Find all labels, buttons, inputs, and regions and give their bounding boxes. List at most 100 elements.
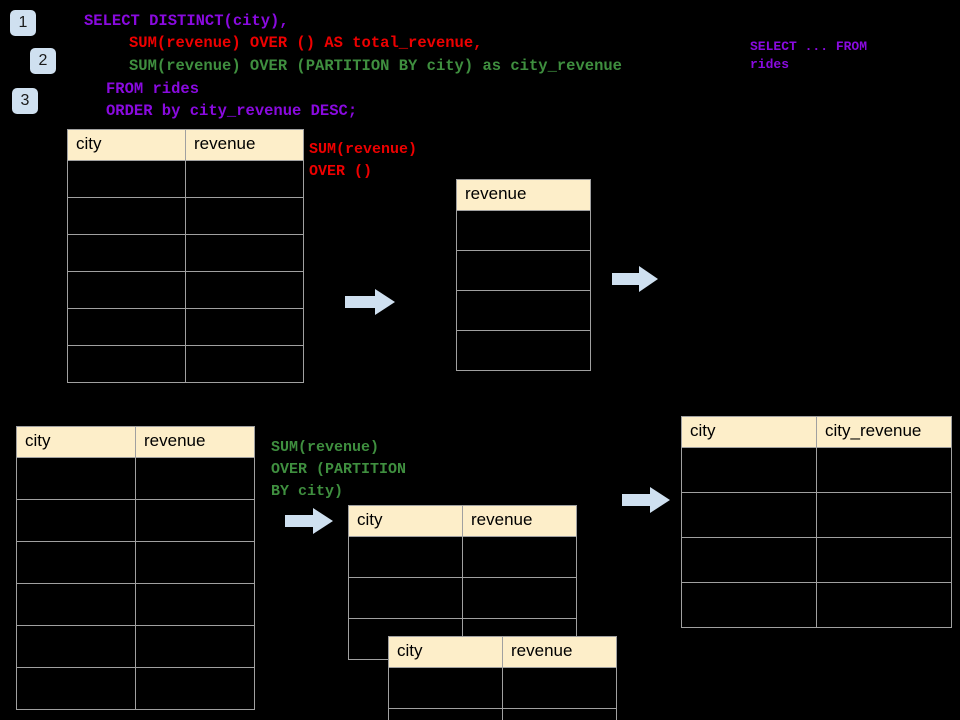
cell: [135, 625, 255, 668]
annotation-select-from: SELECT ... FROM rides: [750, 39, 868, 73]
step-badge-2[interactable]: 2: [30, 48, 56, 74]
column-header-city: city: [681, 416, 817, 448]
table-row: [16, 499, 255, 542]
cell: [185, 160, 304, 198]
cell: [456, 330, 591, 371]
table-header-row: city revenue: [348, 505, 577, 537]
sql-line-2: SUM(revenue) OVER () AS total_revenue,: [129, 34, 483, 52]
cell: [348, 536, 463, 578]
table-row: [16, 457, 255, 500]
cell: [16, 541, 136, 584]
cell: [16, 667, 136, 710]
column-header-city: city: [67, 129, 186, 161]
cell: [816, 492, 952, 538]
table-body: [16, 457, 255, 710]
cell: [185, 197, 304, 235]
step-badge-1[interactable]: 1: [10, 10, 36, 36]
column-header-revenue: revenue: [502, 636, 617, 668]
table-row: [456, 250, 591, 291]
table-header-row: city revenue: [388, 636, 617, 668]
cell: [348, 577, 463, 619]
arrow-bottom-left-icon: [285, 508, 333, 534]
table-header-row: revenue: [456, 179, 591, 211]
table-row: [67, 345, 304, 383]
sql-line-1: SELECT DISTINCT(city),: [84, 12, 289, 30]
column-header-revenue: revenue: [135, 426, 255, 458]
cell: [456, 290, 591, 331]
column-header-city: city: [16, 426, 136, 458]
arrow-bottom-right-icon: [622, 487, 670, 513]
cell: [388, 708, 503, 720]
table-header-row: city city_revenue: [681, 416, 952, 448]
cell: [16, 583, 136, 626]
cell: [681, 492, 817, 538]
cell: [185, 271, 304, 309]
cell: [462, 536, 577, 578]
sql-line-5: ORDER by city_revenue DESC;: [106, 102, 358, 120]
cell: [16, 457, 136, 500]
table-row: [388, 667, 617, 709]
cell: [185, 234, 304, 272]
column-header-revenue: revenue: [462, 505, 577, 537]
column-header-revenue: revenue: [456, 179, 591, 211]
table-row: [681, 537, 952, 583]
table-row: [348, 577, 577, 619]
column-header-city: city: [388, 636, 503, 668]
table-header-row: city revenue: [67, 129, 304, 161]
column-header-city-revenue: city_revenue: [816, 416, 952, 448]
table-row: [67, 308, 304, 346]
annotation-sum-over-empty: SUM(revenue) OVER (): [309, 141, 418, 180]
cell: [185, 308, 304, 346]
table-row: [16, 541, 255, 584]
cell: [16, 499, 136, 542]
cell: [135, 541, 255, 584]
arrow-top-right-icon: [612, 266, 658, 292]
table-row: [456, 210, 591, 251]
table-row: [388, 708, 617, 720]
cell: [67, 197, 186, 235]
table-body: [388, 667, 617, 720]
cell: [135, 667, 255, 710]
cell: [681, 537, 817, 583]
sql-line-3: SUM(revenue) OVER (PARTITION BY city) as…: [129, 57, 622, 75]
arrow-top-left-icon: [345, 289, 395, 315]
rides-source-table-bottom: city revenue: [16, 426, 255, 710]
column-header-city: city: [348, 505, 463, 537]
cell: [67, 234, 186, 272]
table-row: [456, 330, 591, 371]
table-row: [67, 197, 304, 235]
cell: [135, 499, 255, 542]
city-revenue-result-table: city city_revenue: [681, 416, 952, 628]
cell: [502, 708, 617, 720]
cell: [135, 457, 255, 500]
annotation-sum-over-partition: SUM(revenue) OVER (PARTITION BY city): [271, 439, 407, 501]
column-header-revenue: revenue: [185, 129, 304, 161]
table-row: [16, 667, 255, 710]
cell: [816, 582, 952, 628]
cell: [135, 583, 255, 626]
table-row: [16, 625, 255, 668]
cell: [681, 582, 817, 628]
table-row: [67, 234, 304, 272]
cell: [67, 271, 186, 309]
step-badge-3[interactable]: 3: [12, 88, 38, 114]
table-body: [456, 210, 591, 371]
table-row: [456, 290, 591, 331]
total-revenue-table: revenue: [456, 179, 591, 371]
cell: [456, 250, 591, 291]
cell: [67, 345, 186, 383]
table-row: [67, 271, 304, 309]
table-row: [681, 447, 952, 493]
table-row: [681, 492, 952, 538]
cell: [456, 210, 591, 251]
cell: [816, 537, 952, 583]
table-header-row: city revenue: [16, 426, 255, 458]
cell: [185, 345, 304, 383]
table-row: [681, 582, 952, 628]
cell: [388, 667, 503, 709]
table-body: [681, 447, 952, 628]
rides-source-table-top: city revenue: [67, 129, 304, 383]
table-row: [348, 536, 577, 578]
cell: [502, 667, 617, 709]
